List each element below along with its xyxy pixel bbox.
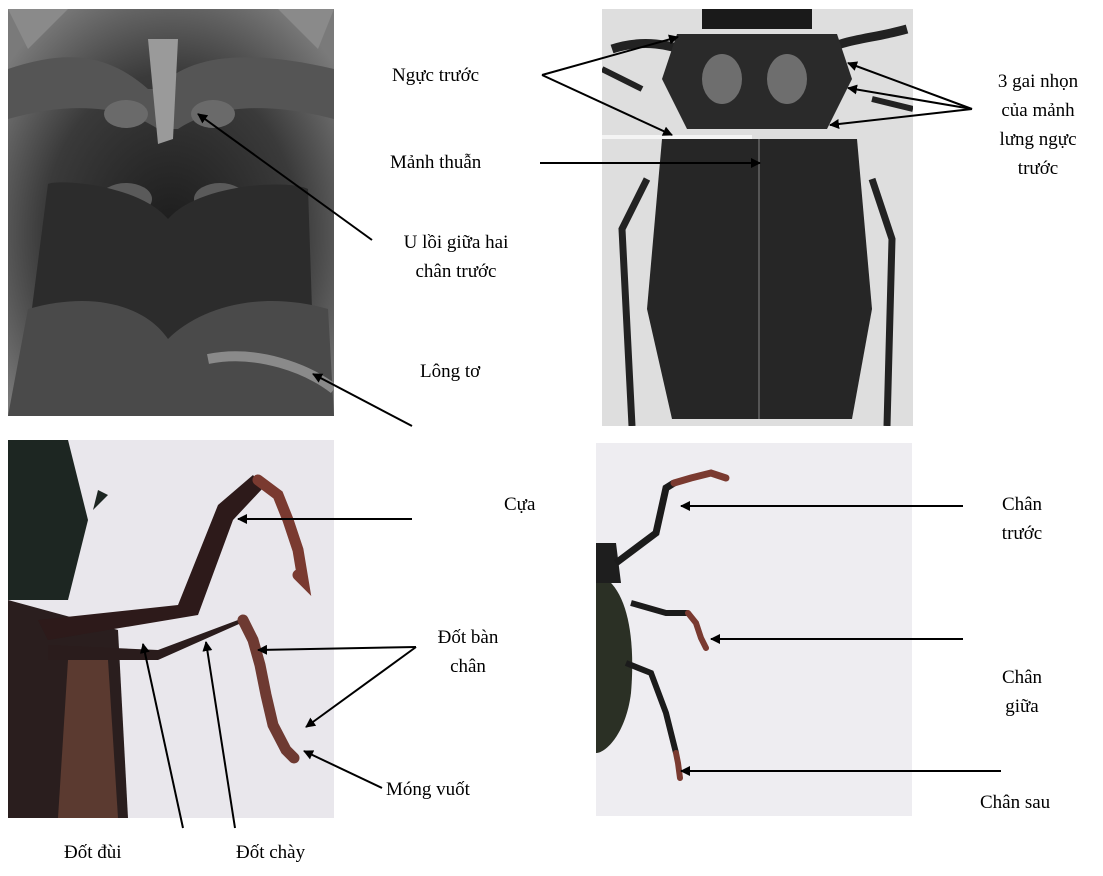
arrow-dot-ban-chan-2 [306, 647, 416, 727]
label-dot-ban-chan: Đốt bàn chân [408, 623, 528, 681]
label-manh-thuan: Mảnh thuẫn [390, 148, 481, 177]
arrow-u-loi [198, 114, 372, 240]
label-gai-nhon-line-1: 3 gai nhọn [978, 67, 1098, 96]
label-u-loi-line-1: U lồi giữa hai [373, 228, 539, 257]
label-chan-giua-line-2: giữa [982, 692, 1062, 721]
arrow-mong-vuot [304, 751, 382, 788]
arrow-gai-2 [848, 88, 972, 109]
label-chan-truoc: Chân trước [982, 490, 1062, 548]
arrow-gai-1 [848, 63, 972, 109]
label-chan-sau: Chân sau [980, 788, 1050, 817]
arrow-gai-3 [830, 109, 972, 125]
label-chan-truoc-line-1: Chân [982, 490, 1062, 519]
label-gai-nhon: 3 gai nhọn của mảnh lưng ngực trước [978, 67, 1098, 183]
arrow-dot-dui [143, 644, 183, 828]
label-mong-vuot: Móng vuốt [386, 775, 470, 804]
arrow-nguc-truoc-bottom [542, 75, 672, 135]
label-dot-ban-chan-line-2: chân [408, 652, 528, 681]
label-u-loi: U lồi giữa hai chân trước [373, 228, 539, 286]
label-u-loi-line-2: chân trước [373, 257, 539, 286]
label-chan-giua: Chân giữa [982, 663, 1062, 721]
label-gai-nhon-line-3: lưng ngực [978, 125, 1098, 154]
label-chan-truoc-line-2: trước [982, 519, 1062, 548]
arrow-long-to [313, 374, 412, 426]
label-long-to: Lông tơ [420, 357, 480, 386]
label-dot-chay: Đốt chày [236, 838, 305, 867]
label-cua: Cựa [504, 490, 535, 519]
arrow-dot-ban-chan-1 [258, 647, 416, 650]
label-nguc-truoc: Ngực trước [392, 61, 479, 90]
arrow-dot-chay [206, 642, 235, 828]
label-dot-dui: Đốt đùi [64, 838, 122, 867]
arrow-nguc-truoc-top [542, 37, 678, 75]
label-gai-nhon-line-4: trước [978, 154, 1098, 183]
label-gai-nhon-line-2: của mảnh [978, 96, 1098, 125]
label-dot-ban-chan-line-1: Đốt bàn [408, 623, 528, 652]
label-chan-giua-line-1: Chân [982, 663, 1062, 692]
